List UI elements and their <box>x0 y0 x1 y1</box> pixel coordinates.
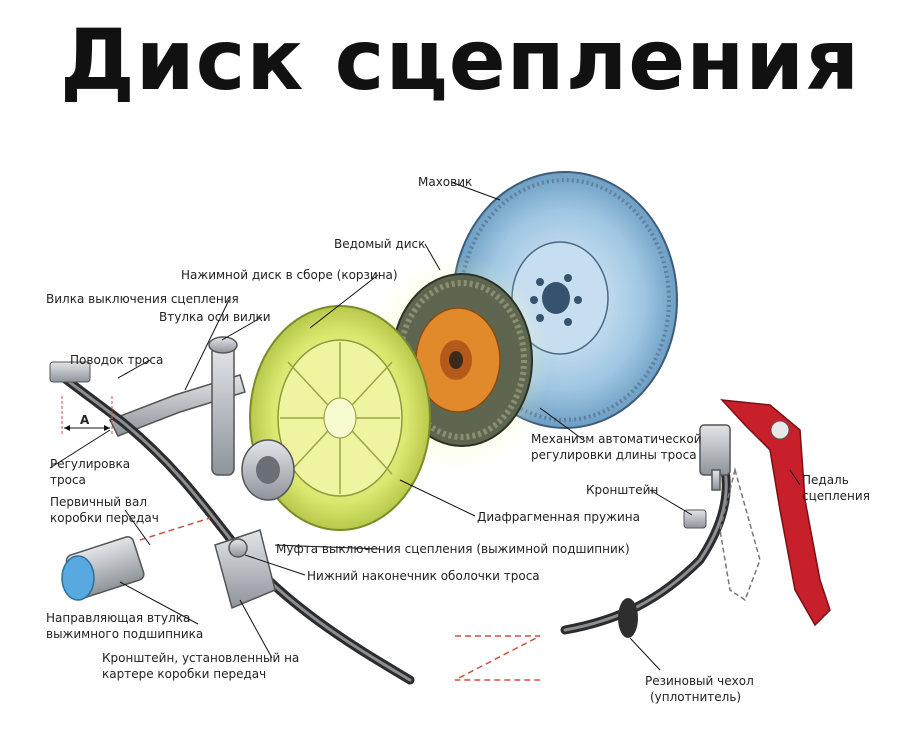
label-adjustment-line-1: Регулировка <box>50 457 130 471</box>
label-guide-sleeve-line-1: Направляющая втулка <box>46 611 190 625</box>
label-rubber-boot-line-2: (уплотнитель) <box>650 690 741 704</box>
label-fork-bushing: Втулка оси вилки <box>159 310 271 324</box>
clutch-pedal <box>719 399 831 627</box>
label-bracket-gearbox-line-1: Кронштейн, установленный на <box>102 651 299 665</box>
label-driven-disc: Ведомый диск <box>334 237 425 251</box>
release-bearing <box>241 439 295 501</box>
page-title: Диск сцепления <box>59 11 861 109</box>
input-shaft <box>61 517 211 601</box>
cable-lever <box>49 361 113 435</box>
label-cable-lever: Поводок троса <box>70 353 163 367</box>
label-bracket-gearbox-line-2: картере коробки передач <box>102 667 266 681</box>
label-release-fork: Вилка выключения сцепления <box>46 292 239 306</box>
cable-break-indicator <box>454 635 541 681</box>
auto-adjust-mechanism <box>699 424 731 491</box>
label-pedal-line-1: Педаль <box>802 473 849 487</box>
gearbox-bracket <box>214 529 276 610</box>
label-dimension-a: A <box>80 413 90 427</box>
leader-lines <box>49 181 801 671</box>
rubber-boot <box>618 598 638 638</box>
label-diaphragm-spring: Диафрагменная пружина <box>477 510 640 524</box>
label-guide-sleeve-line-2: выжимного подшипника <box>46 627 203 641</box>
label-rubber-boot-line-1: Резиновый чехол <box>645 674 754 688</box>
label-input-shaft-line-2: коробки передач <box>50 511 159 525</box>
pedal-bracket <box>683 509 707 529</box>
label-pedal-line-2: сцепления <box>802 489 870 503</box>
label-flywheel: Маховик <box>418 175 472 189</box>
release-fork <box>108 336 246 476</box>
label-pressure-plate: Нажимной диск в сборе (корзина) <box>181 268 398 282</box>
label-lower-tip: Нижний наконечник оболочки троса <box>307 569 540 583</box>
label-input-shaft-line-1: Первичный вал <box>50 495 147 509</box>
label-auto-adjust-line-1: Механизм автоматической <box>531 432 702 446</box>
label-auto-adjust-line-2: регулировки длины троса <box>531 448 697 462</box>
label-adjustment-line-2: троса <box>50 473 86 487</box>
label-bracket: Кронштейн <box>586 483 658 497</box>
pressure-plate <box>249 305 431 531</box>
label-release-bearing: Муфта выключения сцепления (выжимной под… <box>276 542 630 556</box>
